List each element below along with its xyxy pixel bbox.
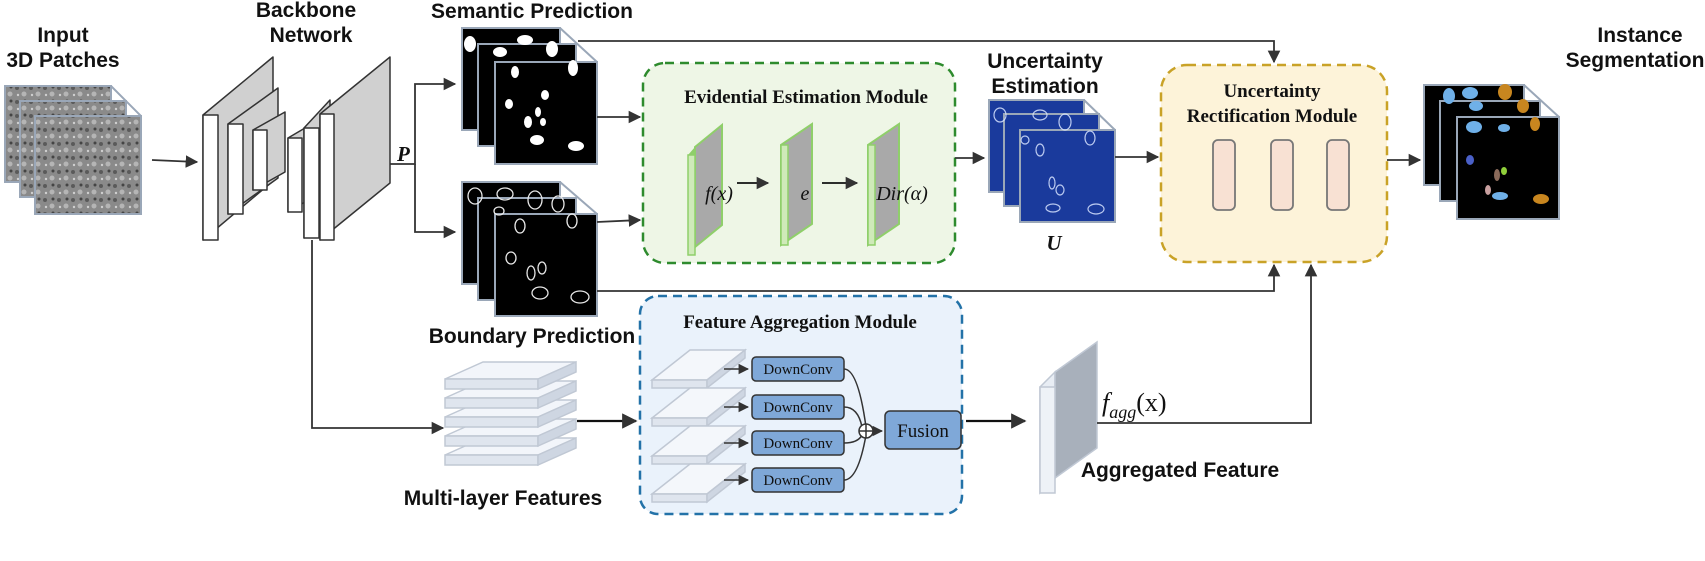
instance-label: Instance Segmentation <box>1566 24 1705 72</box>
fusion-block: Fusion <box>884 410 962 450</box>
p-symbol: P <box>396 142 410 166</box>
uncertainty-label-line2: Estimation <box>991 75 1098 98</box>
input-label-line1: Input <box>37 24 88 47</box>
aggregated-feature-slab <box>1039 340 1098 495</box>
rectification-slot-1 <box>1212 139 1236 211</box>
u-symbol: U <box>1046 231 1063 255</box>
uncertainty-front-slice <box>1019 129 1116 223</box>
backbone-label-line1: Backbone <box>256 0 356 22</box>
fusion-label: Fusion <box>897 421 949 442</box>
instance-segmentation-volume <box>1423 84 1560 220</box>
downconv-label-3: DownConv <box>763 436 833 452</box>
fagg-sub: agg <box>1109 402 1136 422</box>
multilayer-features-label: Multi-layer Features <box>404 487 602 510</box>
uncertainty-volume <box>988 99 1116 223</box>
input-label-line2: 3D Patches <box>6 49 119 72</box>
multilayer-features-stack <box>444 360 577 467</box>
instance-label-line1: Instance <box>1597 24 1682 47</box>
fagg-base: f <box>1102 388 1113 417</box>
downconv-block-1: DownConv <box>751 356 845 382</box>
downconv-label-2: DownConv <box>763 400 833 416</box>
downconv-label-4: DownConv <box>763 473 833 489</box>
uncertainty-label-line1: Uncertainty <box>987 50 1103 73</box>
fagg-label: fagg(x) <box>1102 388 1167 422</box>
e-label: e <box>801 183 810 205</box>
fagg-arg: (x) <box>1136 388 1166 417</box>
uncertainty-label: Uncertainty Estimation <box>987 50 1103 98</box>
arrow-to-boundary <box>414 164 457 239</box>
dir-label: Dir(α) <box>875 183 928 205</box>
input-label: Input 3D Patches <box>6 24 119 72</box>
arrow-boundary-to-rectification <box>597 263 1281 292</box>
semantic-prediction-label: Semantic Prediction <box>431 0 633 23</box>
instance-label-line2: Segmentation <box>1566 49 1705 72</box>
downconv-block-2: DownConv <box>751 394 845 420</box>
aggregated-feature-label: Aggregated Feature <box>1081 459 1279 482</box>
evidential-slab-e <box>780 122 813 247</box>
rectification-module-title: Uncertainty Rectification Module <box>1187 81 1357 127</box>
downconv-block-3: DownConv <box>751 430 845 456</box>
arrow-boundary-to-evidential <box>596 214 642 227</box>
rectification-slot-2 <box>1270 139 1294 211</box>
arrow-to-multilayer <box>311 240 445 435</box>
backbone-network <box>202 56 391 241</box>
aggregation-module-title: Feature Aggregation Module <box>683 312 917 333</box>
arrow-to-semantic <box>390 77 457 165</box>
backbone-label: Backbone Network <box>256 0 356 47</box>
input-patch-front <box>34 115 142 215</box>
semantic-prediction-volume <box>461 27 598 165</box>
input-cube-edge <box>110 85 142 214</box>
rectification-slot-3 <box>1326 139 1350 211</box>
arrow-input-to-backbone <box>151 155 199 168</box>
downconv-label-1: DownConv <box>763 362 833 378</box>
evidential-module-title: Evidential Estimation Module <box>684 87 928 108</box>
downconv-merge-lines <box>843 368 867 481</box>
fx-label: f(x) <box>705 183 733 205</box>
downconv-block-4: DownConv <box>751 467 845 493</box>
evidential-slab-dir <box>867 122 900 247</box>
evidential-slab-fx <box>687 122 723 256</box>
rectification-title-line1: Uncertainty <box>1223 81 1321 102</box>
arrow-semantic-to-rectification <box>578 40 1281 64</box>
backbone-label-line2: Network <box>270 24 353 47</box>
arrow-feature-to-rectification <box>1097 263 1318 424</box>
boundary-prediction-volume <box>461 181 598 317</box>
rectification-title-line2: Rectification Module <box>1187 106 1357 127</box>
input-patches <box>4 85 142 215</box>
sum-icon <box>858 423 874 439</box>
boundary-prediction-label: Boundary Prediction <box>429 325 636 348</box>
